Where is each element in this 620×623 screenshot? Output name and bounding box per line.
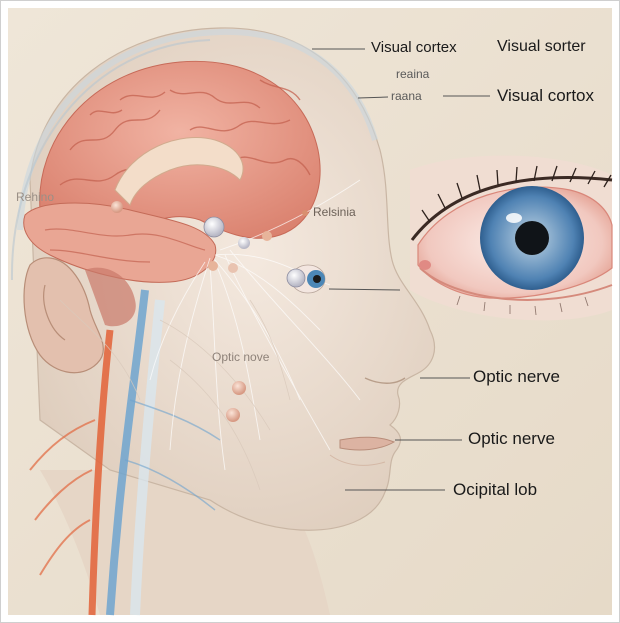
node-small-4: [228, 263, 238, 273]
eye-closeup: [410, 156, 612, 321]
node-face-2: [226, 408, 240, 422]
label-relsinia: Relsinia: [313, 205, 356, 219]
label-raana: raana: [391, 89, 422, 103]
node-chiasm: [204, 217, 224, 237]
label-rehino: Rehino: [16, 190, 54, 204]
node-face-1: [232, 381, 246, 395]
eye-closeup-pupil: [515, 221, 549, 255]
node-right: [302, 210, 308, 216]
label-visual-sorter: Visual sorter: [497, 38, 586, 56]
label-visual-cortex-top: Visual cortex: [371, 39, 457, 56]
label-reaina: reaina: [396, 67, 429, 81]
label-optic-nerve-2: Optic nerve: [468, 429, 555, 449]
label-visual-cortox: Visual cortox: [497, 86, 594, 106]
node-small-1: [238, 237, 250, 249]
node-small-3: [208, 261, 218, 271]
label-ocipital-lob: Ocipital lob: [453, 480, 537, 500]
node-small-2: [262, 231, 272, 241]
label-optic-nove: Optic nove: [212, 350, 269, 364]
label-optic-nerve-1: Optic nerve: [473, 367, 560, 387]
node-upper: [111, 201, 123, 213]
optic-bulb: [287, 269, 305, 287]
tear-duct: [419, 260, 431, 270]
